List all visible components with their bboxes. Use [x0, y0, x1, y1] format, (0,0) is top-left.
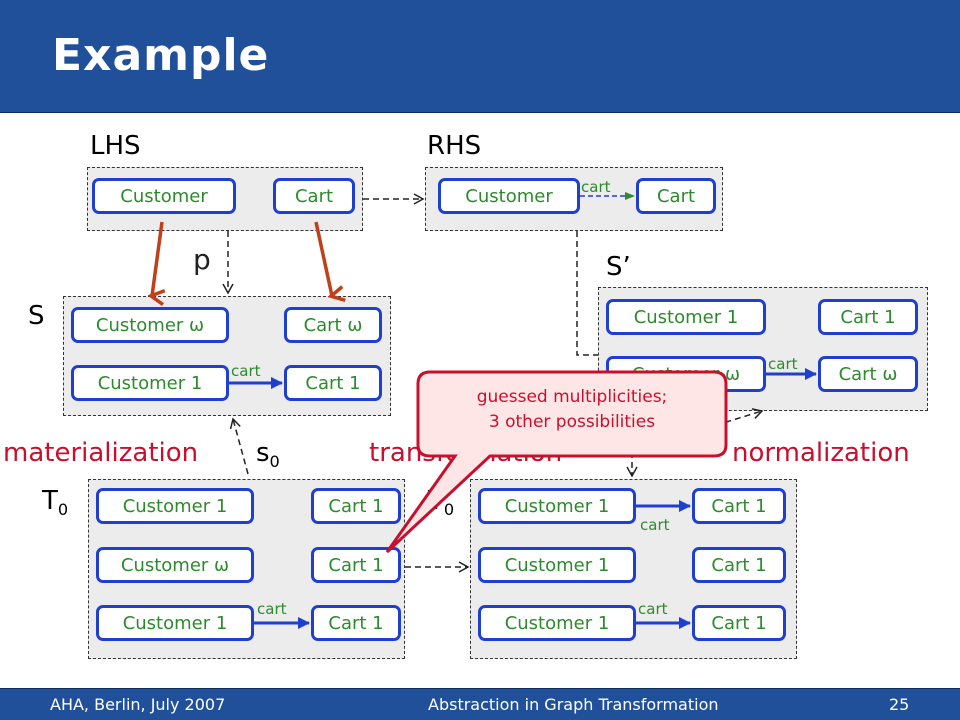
s-cart-edge-label: cart	[231, 362, 261, 380]
footer-left-text: AHA, Berlin, July 2007	[50, 695, 226, 714]
s-prime-cart-edge-label: cart	[768, 355, 798, 373]
t0-customer-1-bottom-node: Customer 1	[96, 605, 254, 641]
rhs-label: RHS	[427, 131, 482, 161]
materialization-label: materialization	[3, 438, 199, 468]
lhs-customer-node: Customer	[92, 178, 236, 214]
s-label: S	[28, 301, 45, 331]
s0-label: s0	[256, 440, 280, 470]
lhs-label: LHS	[90, 131, 141, 161]
callout-line-2: 3 other possibilities	[488, 412, 656, 432]
s-cart-omega-node: Cart ω	[284, 307, 382, 343]
p-morphism-arrow-left	[152, 221, 162, 296]
t0-prime-cart-1-top-node: Cart 1	[692, 488, 786, 524]
t0-prime-label-main: T	[428, 486, 444, 516]
slide-title: Example	[52, 30, 270, 81]
p-label: p	[193, 243, 211, 276]
s-prime-cart-1-node: Cart 1	[818, 299, 918, 335]
s-prime-cart-omega-node: Cart ω	[818, 356, 918, 392]
normalization-label: normalization	[732, 438, 910, 468]
t0-prime-customer-1-bottom-node: Customer 1	[478, 605, 636, 641]
t0-prime-cart-edge-label-top: cart	[640, 516, 670, 534]
t0-prime-cart-1-middle-node: Cart 1	[692, 547, 786, 583]
t0-prime-cart-1-bottom-node: Cart 1	[692, 605, 786, 641]
t0-label-sub: 0	[57, 500, 69, 520]
t0-cart-1-middle-node: Cart 1	[311, 547, 401, 583]
s-cart-1-node: Cart 1	[284, 365, 382, 401]
page-number: 25	[889, 695, 910, 714]
t0-customer-omega-node: Customer ω	[96, 547, 254, 583]
s-customer-1-node: Customer 1	[71, 365, 229, 401]
t0-prime-label-sub: 0	[443, 500, 455, 520]
rhs-customer-node: Customer	[438, 178, 580, 214]
footer-bar: AHA, Berlin, July 2007 Abstraction in Gr…	[0, 688, 960, 720]
transformation-label: transformation	[369, 438, 563, 468]
t0-cart-edge-label: cart	[257, 600, 287, 618]
s-prime-label: S’	[606, 252, 631, 282]
s-customer-omega-node: Customer ω	[71, 307, 229, 343]
rhs-cart-edge-label: cart	[581, 178, 611, 196]
t0-label: T0	[42, 488, 68, 518]
footer-center-text: Abstraction in Graph Transformation	[428, 695, 719, 714]
t0-cart-1-bottom-node: Cart 1	[311, 605, 401, 641]
rhs-cart-node: Cart	[636, 178, 716, 214]
callout-line-1: guessed multiplicities;	[476, 387, 668, 407]
t0-customer-1-top-node: Customer 1	[96, 488, 254, 524]
p-morphism-arrow-right	[314, 221, 332, 296]
rhs-to-s-prime-arrow	[576, 231, 598, 356]
lhs-cart-node: Cart	[273, 178, 355, 214]
t0-prime-label: T0	[428, 488, 454, 518]
s0-label-main: s	[256, 438, 270, 468]
t0-to-s-arrow	[229, 417, 249, 475]
t0-prime-customer-1-top-node: Customer 1	[478, 488, 636, 524]
t0-prime-customer-1-middle-node: Customer 1	[478, 547, 636, 583]
t0-prime-cart-edge-label-bottom: cart	[638, 600, 668, 618]
title-bar: Example	[0, 0, 960, 113]
t0-label-main: T	[42, 486, 58, 516]
t0-cart-1-top-node: Cart 1	[311, 488, 401, 524]
s-prime-customer-1-node: Customer 1	[606, 299, 766, 335]
s0-label-sub: 0	[269, 452, 280, 472]
callout-text: guessed multiplicities; 3 other possibil…	[418, 385, 726, 435]
